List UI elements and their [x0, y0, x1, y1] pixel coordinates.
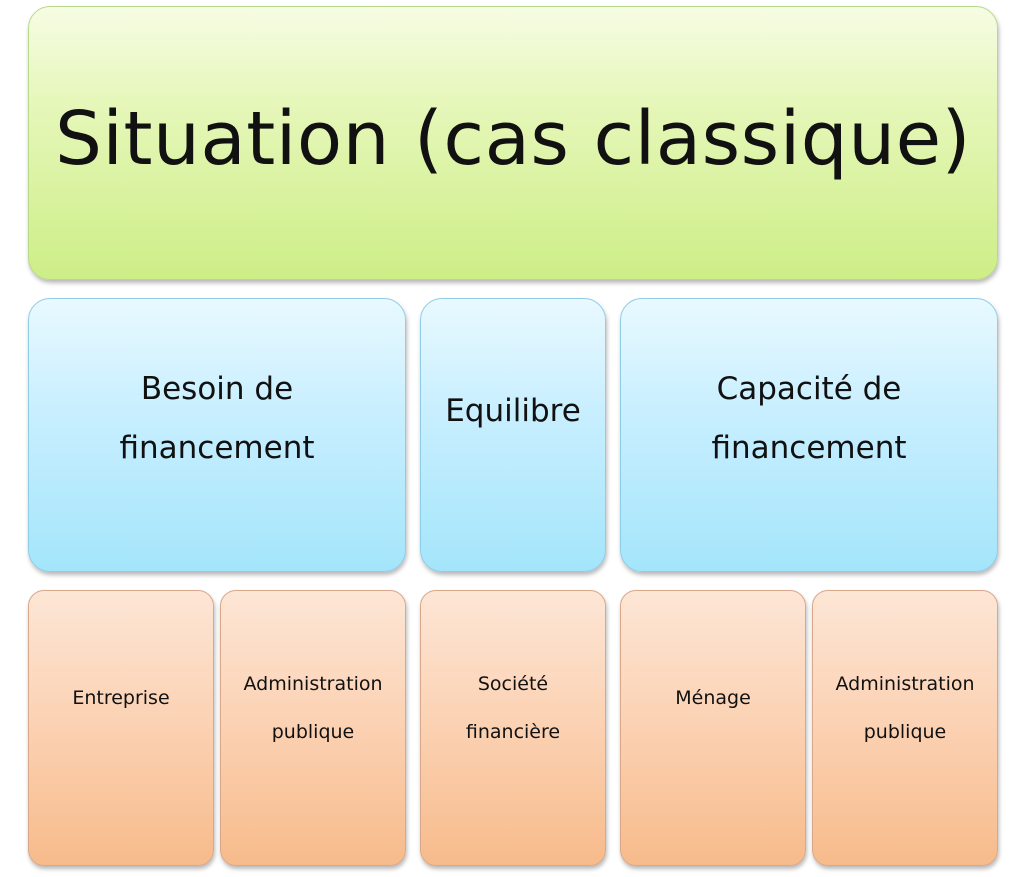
category-label-besoin: Besoin de financement [119, 368, 314, 502]
title-box: Situation (cas classique) [28, 6, 998, 280]
agent-box-societe-financiere: Société financière [420, 590, 606, 866]
agent-label-administration-publique-2-line1: Administration [835, 673, 975, 695]
agent-label-societe-financiere: Société financière [450, 670, 576, 786]
category-label-equilibre-line2 [445, 449, 581, 465]
agent-label-entreprise-line1: Entreprise [72, 687, 170, 709]
category-label-besoin-line1: Besoin de [140, 371, 294, 407]
agent-label-entreprise: Entreprise [56, 684, 185, 772]
agent-label-administration-publique-1-line1: Administration [243, 673, 383, 695]
agent-label-administration-publique-1-line2: publique [271, 721, 355, 743]
agent-label-entreprise-line2 [64, 732, 177, 752]
category-label-capacite-line1: Capacité de [716, 371, 902, 407]
agent-label-societe-financiere-line2: financière [465, 721, 561, 743]
agent-label-administration-publique-1: Administration publique [227, 670, 398, 786]
category-box-capacite: Capacité de financement [620, 298, 998, 572]
agent-label-administration-publique-2-line2: publique [863, 721, 947, 743]
category-label-capacite: Capacité de financement [711, 368, 906, 502]
title-text: Situation (cas classique) [54, 96, 972, 182]
category-label-capacite-line2: financement [711, 430, 907, 466]
agent-box-entreprise: Entreprise [28, 590, 214, 866]
agent-box-administration-publique-1: Administration publique [220, 590, 406, 866]
agent-label-menage-line1: Ménage [675, 687, 751, 709]
category-label-equilibre-line1: Equilibre [445, 392, 581, 429]
category-box-equilibre: Equilibre [420, 298, 606, 572]
category-label-besoin-line2: financement [119, 430, 315, 466]
agent-box-administration-publique-2: Administration publique [812, 590, 998, 866]
agent-label-societe-financiere-line1: Société [477, 673, 549, 695]
category-label-equilibre: Equilibre [445, 390, 581, 481]
agent-box-menage: Ménage [620, 590, 806, 866]
category-box-besoin: Besoin de financement [28, 298, 406, 572]
agent-label-menage-line2 [667, 732, 759, 752]
agent-label-administration-publique-2: Administration publique [819, 670, 990, 786]
agent-label-menage: Ménage [659, 684, 767, 772]
